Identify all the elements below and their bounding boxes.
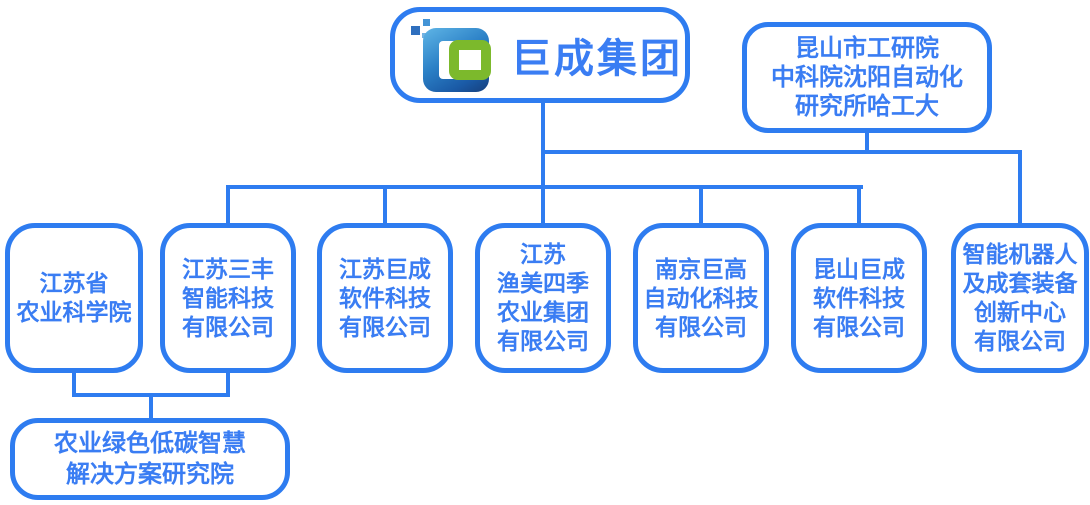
node-line: 农业科学院 xyxy=(16,299,132,325)
node-jucheng-group: 巨成集团 xyxy=(390,7,690,103)
node-line: 创新中心 xyxy=(974,299,1066,325)
node-line: 软件科技 xyxy=(339,284,431,311)
node-partner-institutes: 昆山市工研院 中科院沈阳自动化 研究所哈工大 xyxy=(742,22,992,133)
connector-innovation-drop xyxy=(1018,150,1022,223)
node-line: 江苏巨成 xyxy=(339,255,431,282)
connector-institute-stem xyxy=(149,393,153,420)
node-line: 有限公司 xyxy=(813,313,905,340)
connector-main-horizontal xyxy=(226,185,863,189)
node-line: 农业集团 xyxy=(497,299,589,325)
connector-sanfeng-down xyxy=(226,371,230,395)
partner-line: 中科院沈阳自动化 xyxy=(771,64,963,91)
node-line: 有限公司 xyxy=(497,328,589,354)
node-line: 软件科技 xyxy=(813,284,905,311)
logo-green-ring xyxy=(449,40,491,80)
node-line: 江苏 xyxy=(520,241,566,267)
connector-drop-nanjing-jugao xyxy=(699,185,703,225)
connector-branch-horizontal xyxy=(541,150,1022,154)
node-line: 南京巨高 xyxy=(655,255,747,282)
node-line: 江苏三丰 xyxy=(182,255,274,282)
node-nanjing-jugao-automation: 南京巨高 自动化科技 有限公司 xyxy=(633,223,769,373)
root-title: 巨成集团 xyxy=(511,37,683,81)
node-line: 解决方案研究院 xyxy=(66,461,234,488)
connector-drop-kunshan-jucheng xyxy=(857,185,861,225)
node-line: 有限公司 xyxy=(339,313,431,340)
node-line: 有限公司 xyxy=(974,328,1066,354)
node-line: 自动化科技 xyxy=(643,284,759,311)
node-sanfeng-tech: 江苏三丰 智能科技 有限公司 xyxy=(160,223,296,373)
node-jiangsu-jucheng-software: 江苏巨成 软件科技 有限公司 xyxy=(317,223,453,373)
connector-root-stem xyxy=(541,103,545,223)
node-line: 有限公司 xyxy=(182,313,274,340)
node-line: 有限公司 xyxy=(655,313,747,340)
partner-line: 昆山市工研院 xyxy=(795,35,939,62)
logo-pixel-dot xyxy=(411,26,420,35)
partner-line: 研究所哈工大 xyxy=(795,93,939,120)
node-line: 农业绿色低碳智慧 xyxy=(54,430,246,457)
node-line: 昆山巨成 xyxy=(813,255,905,282)
node-green-lowcarbon-institute: 农业绿色低碳智慧 解决方案研究院 xyxy=(10,418,290,500)
node-jiangsu-agri-academy: 江苏省 农业科学院 xyxy=(5,223,143,373)
node-robot-innovation-center: 智能机器人 及成套装备 创新中心 有限公司 xyxy=(951,223,1089,373)
node-line: 及成套装备 xyxy=(962,270,1078,296)
node-line: 渔美四季 xyxy=(497,270,589,296)
node-line: 智能机器人 xyxy=(962,241,1078,267)
node-yumei-siji-agri-group: 江苏 渔美四季 农业集团 有限公司 xyxy=(475,223,611,373)
node-line: 智能科技 xyxy=(182,284,274,311)
jucheng-logo-icon xyxy=(409,16,497,94)
connector-drop-sanfeng xyxy=(226,185,230,225)
connector-partner-stem xyxy=(865,131,869,154)
node-line: 江苏省 xyxy=(39,270,109,296)
node-kunshan-jucheng-software: 昆山巨成 软件科技 有限公司 xyxy=(791,223,927,373)
logo-pixel-dot xyxy=(423,19,430,26)
connector-agri-academy-down xyxy=(72,371,76,395)
connector-drop-jiangsu-jucheng xyxy=(383,185,387,225)
